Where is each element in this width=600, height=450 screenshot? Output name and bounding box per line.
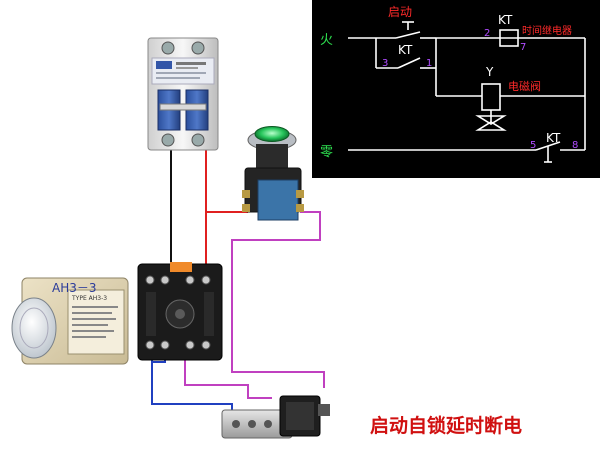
timer-model-label: AH3－3 [52,281,97,295]
wire-pink-socket-valve [184,355,272,399]
pin-7-label: 7 [520,42,526,53]
caption: 启动自锁延时断电 [370,414,522,437]
kt-bottom-label: KT [546,131,561,145]
relay-socket [137,262,223,361]
fire-label: 火 [320,33,333,48]
wire-red-button-socket [205,211,248,230]
pin-5-label: 5 [530,140,536,151]
green-push-button [242,126,304,221]
start-label: 启动 [388,5,412,19]
pin-3-label: 3 [382,58,388,69]
pin-2-label: 2 [484,28,490,39]
relay-label: 时间继电器 [522,24,572,37]
y-label: Y [485,65,494,79]
schematic-inset: 火 零 启动 KT 时间继电器 KT Y 电磁阀 KT 2 7 3 1 5 8 [312,0,600,178]
pin-1-label: 1 [426,58,432,69]
neutral-label: 零 [320,145,333,160]
timer-plate-text: TYPE AH3-3 [71,295,107,302]
pin-8-label: 8 [572,140,578,151]
kt-top-label: KT [498,13,513,27]
valve-label: 电磁阀 [508,79,541,93]
ah3-timer: TYPE AH3-3 AH3－3 [11,277,129,365]
wire-blue-socket-valve [151,355,248,419]
circuit-breaker [147,37,219,151]
solenoid-valve [221,395,330,439]
wires [151,148,325,419]
wire-pink-button-right [231,211,325,388]
kt-mid-label: KT [398,43,413,57]
